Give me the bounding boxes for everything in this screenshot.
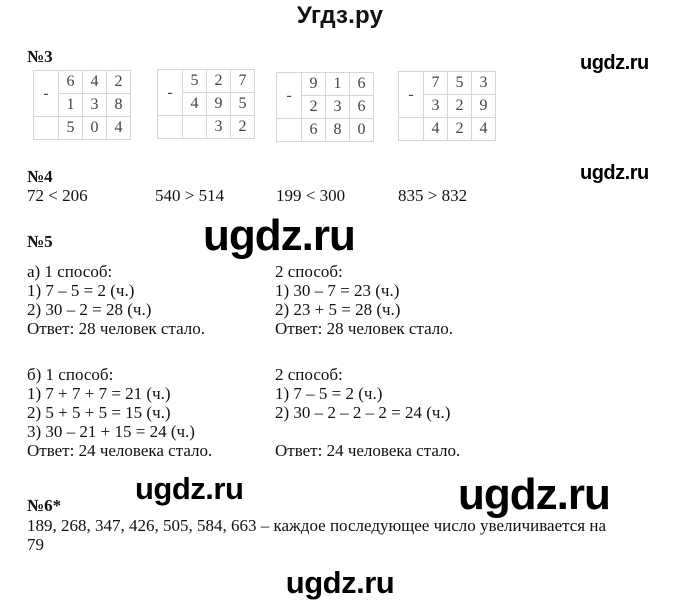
- task-5-heading: №5: [27, 232, 53, 251]
- empty-cell: [33, 116, 59, 140]
- answer: Ответ: 24 человека стало.: [27, 441, 213, 460]
- empty-cell: [398, 117, 424, 141]
- watermark: ugdz.ru: [285, 565, 395, 600]
- digit: [182, 115, 207, 139]
- digit: 4: [106, 116, 131, 140]
- digit: 2: [230, 115, 255, 139]
- digit: 0: [349, 118, 374, 142]
- method-title: б) 1 способ:: [27, 365, 114, 384]
- digit: 6: [58, 70, 83, 94]
- digit: 6: [349, 95, 374, 119]
- digit: 1: [325, 72, 350, 96]
- watermark: ugdz.ru: [580, 162, 649, 184]
- task-5a-method-2: 2 способ: 1) 30 – 7 = 23 (ч.) 2) 23 + 5 …: [275, 262, 453, 338]
- digit: 7: [423, 71, 448, 95]
- digit: 3: [206, 115, 231, 139]
- sequence-line: 189, 268, 347, 426, 505, 584, 663 – кажд…: [27, 516, 607, 535]
- digit: 2: [301, 95, 326, 119]
- digit: 3: [82, 93, 107, 117]
- digit: 5: [447, 71, 472, 95]
- subtraction-table-2: - 5 2 7 4 9 5 3 2: [157, 69, 255, 139]
- step: 1) 30 – 7 = 23 (ч.): [275, 281, 400, 300]
- comparison-2: 540 > 514: [155, 186, 225, 205]
- method-title: 2 способ:: [275, 262, 343, 281]
- digit: 4: [82, 70, 107, 94]
- minus-sign: -: [157, 69, 183, 116]
- answer: Ответ: 28 человек стало.: [275, 319, 454, 338]
- step: 2) 30 – 2 = 28 (ч.): [27, 300, 152, 319]
- step: 2) 23 + 5 = 28 (ч.): [275, 300, 401, 319]
- digit: 5: [58, 116, 83, 140]
- digit: 5: [182, 69, 207, 93]
- empty-cell: [157, 115, 183, 139]
- task-4-heading: №4: [27, 167, 53, 186]
- empty-cell: [276, 118, 302, 142]
- digit: 2: [106, 70, 131, 94]
- watermark: ugdz.ru: [203, 211, 356, 260]
- digit: 8: [106, 93, 131, 117]
- step: 2) 5 + 5 + 5 = 15 (ч.): [27, 403, 171, 422]
- task-5b-method-1: б) 1 способ: 1) 7 + 7 + 7 = 21 (ч.) 2) 5…: [27, 365, 212, 460]
- watermark: ugdz.ru: [458, 470, 611, 519]
- subtraction-table-4: - 7 5 3 3 2 9 4 2 4: [398, 71, 496, 141]
- digit: 2: [447, 117, 472, 141]
- step: 3) 30 – 21 + 15 = 24 (ч.): [27, 422, 195, 441]
- digit: 2: [206, 69, 231, 93]
- site-title: Угдз.ру: [296, 2, 384, 29]
- sequence-line-continued: 79: [27, 535, 44, 554]
- method-title: а) 1 способ:: [27, 262, 113, 281]
- digit: 5: [230, 92, 255, 116]
- subtraction-table-1: - 6 4 2 1 3 8 5 0 4: [33, 70, 131, 140]
- step: 1) 7 – 5 = 2 (ч.): [275, 384, 383, 403]
- digit: 4: [471, 117, 496, 141]
- step: 1) 7 – 5 = 2 (ч.): [27, 281, 135, 300]
- digit: 3: [471, 71, 496, 95]
- digit: 3: [423, 94, 448, 118]
- digit: 9: [206, 92, 231, 116]
- task-6-text: 189, 268, 347, 426, 505, 584, 663 – кажд…: [27, 516, 606, 554]
- digit: 0: [82, 116, 107, 140]
- step: 1) 7 + 7 + 7 = 21 (ч.): [27, 384, 171, 403]
- watermark: ugdz.ru: [135, 471, 244, 506]
- digit: 8: [325, 118, 350, 142]
- digit: 7: [230, 69, 255, 93]
- digit: 1: [58, 93, 83, 117]
- minus-sign: -: [33, 70, 59, 117]
- minus-sign: -: [398, 71, 424, 118]
- task-5b-method-2: 2 способ: 1) 7 – 5 = 2 (ч.) 2) 30 – 2 – …: [275, 365, 460, 460]
- digit: 4: [423, 117, 448, 141]
- task-6-heading: №6*: [27, 496, 62, 515]
- digit: 3: [325, 95, 350, 119]
- digit: 4: [182, 92, 207, 116]
- digit: 2: [447, 94, 472, 118]
- watermark: ugdz.ru: [580, 52, 649, 74]
- minus-sign: -: [276, 72, 302, 119]
- digit: 9: [301, 72, 326, 96]
- answer: Ответ: 24 человека стало.: [275, 441, 461, 460]
- digit: 6: [301, 118, 326, 142]
- task-5a-method-1: а) 1 способ: 1) 7 – 5 = 2 (ч.) 2) 30 – 2…: [27, 262, 205, 338]
- digit: 6: [349, 72, 374, 96]
- comparison-1: 72 < 206: [27, 186, 88, 205]
- digit: 9: [471, 94, 496, 118]
- task-3-heading: №3: [27, 47, 53, 66]
- subtraction-table-3: - 9 1 6 2 3 6 6 8 0: [276, 72, 374, 142]
- comparison-4: 835 > 832: [398, 186, 468, 205]
- comparison-3: 199 < 300: [276, 186, 346, 205]
- method-title: 2 способ:: [275, 365, 343, 384]
- step: 2) 30 – 2 – 2 – 2 = 24 (ч.): [275, 403, 451, 422]
- answer: Ответ: 28 человек стало.: [27, 319, 206, 338]
